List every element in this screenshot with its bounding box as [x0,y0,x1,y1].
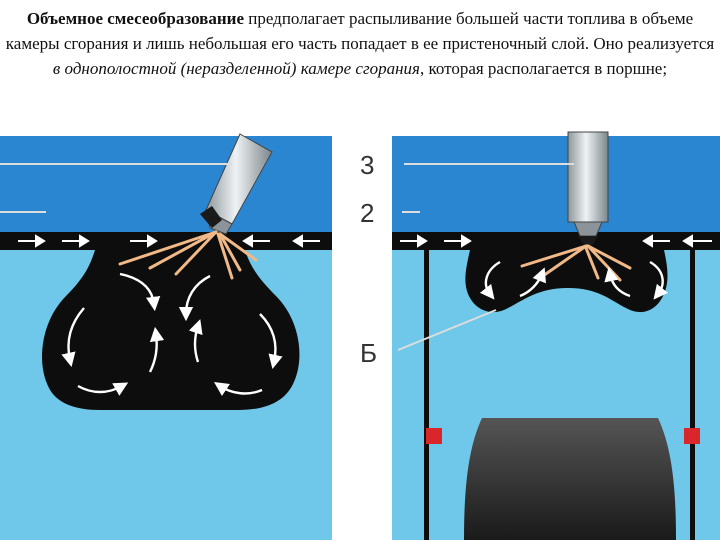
description-paragraph: Объемное смесеобразование предполагает р… [4,6,716,81]
right-combustion-bowl [465,250,668,313]
right-swirl-arrows [479,260,669,300]
right-engine-diagram [392,131,720,540]
left-gap-arrows [18,234,320,248]
label-2: 2 [360,198,375,228]
left-injector [200,133,273,235]
left-cylinder-head [0,136,332,232]
label-b: Б [360,338,378,368]
right-cylinder-wall-right [690,250,695,540]
right-leader-b [397,309,497,351]
right-gap-arrows [400,234,712,248]
left-gap-band [0,232,332,250]
right-ring-marker-right [684,428,700,444]
right-ring-marker-left [426,428,442,444]
right-cylinder-wall-left [424,250,429,540]
right-injector [567,131,609,246]
illustration-svg [0,131,720,540]
combustion-chamber-illustration: 3 2 Б [0,128,720,540]
left-fuel-spray [118,230,258,280]
right-cylinder-head [392,136,720,232]
term-single-cavity-chamber: в однополостной (неразделенной) камере с… [52,59,420,78]
right-gap-band [392,232,720,250]
left-combustion-bowl [42,250,300,410]
paragraph-part-1: предполагает распыливание большей части … [5,9,715,53]
left-swirl-arrows [61,272,283,396]
right-piston-crown [464,418,676,540]
paragraph-part-2: , которая располагается в поршне; [419,59,668,78]
label-3: 3 [360,150,375,180]
left-engine-diagram [0,133,332,540]
right-fuel-spray [520,244,632,282]
term-volumetric-mixing: Объемное смесеобразование [26,9,244,28]
